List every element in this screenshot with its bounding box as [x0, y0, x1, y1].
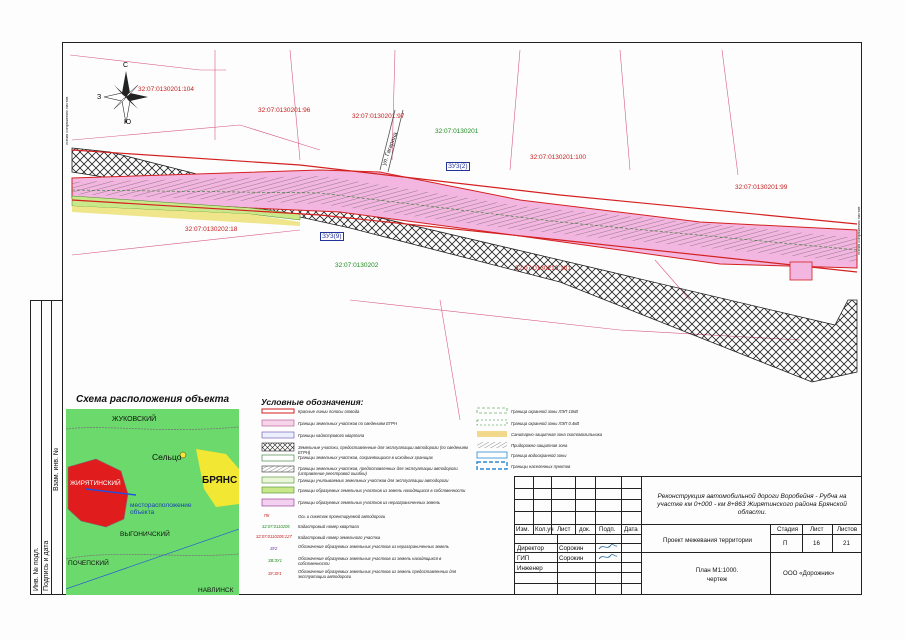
parcel-label: 32:07:0130210:101: [515, 265, 572, 272]
role-label: Директор: [517, 545, 544, 552]
sheets-value: 21: [843, 540, 850, 547]
role-label: Инженер: [517, 565, 543, 572]
quarter-label: 32:07:0130202: [335, 262, 379, 269]
location-inset: ЖУКОВСКИЙ Сельцо БРЯНС ЖИРЯТИНСКИЙ ВЫГОН…: [66, 409, 239, 595]
person-name: Сорокин: [559, 545, 584, 552]
district-label: ЖИРЯТИНСКИЙ: [70, 480, 121, 487]
district-label: НАВЛИНСК: [198, 587, 234, 594]
legend-code: ЗВ:ЗУ1: [268, 558, 282, 563]
plan-title: План М1:1000. чертеж: [695, 567, 739, 583]
legend-item: Обозначение образуемых земельных участко…: [298, 556, 442, 566]
parcel-label: 32:07:0130201:100: [530, 154, 587, 161]
legend-item: Границы земельных участков, сохраняющихс…: [298, 455, 433, 460]
drawing-frame: [62, 42, 862, 595]
red-line-south: [71, 199, 858, 273]
district-label: ЖУКОВСКИЙ: [112, 416, 157, 423]
legend-item: Граница водоохранной зоны: [511, 453, 567, 458]
sheets-header: Листов: [837, 526, 858, 533]
yellow-strip: [72, 206, 300, 226]
col-header: док.: [579, 526, 591, 533]
person-name: Сорокин: [559, 555, 584, 562]
legend-item: Границы образуемых земельных участков из…: [298, 500, 441, 505]
inset-map: [66, 409, 239, 595]
legend-item: Земельные участки, предоставленные для э…: [298, 445, 468, 455]
col-header: Кол.уч: [535, 526, 554, 533]
city-label: Сельцо: [152, 452, 182, 462]
legend-code: 32:07:0110205: [262, 524, 290, 529]
compass-north: С: [123, 62, 129, 69]
project-title: Реконструкция автомобильной дороги Вороб…: [657, 493, 847, 516]
city-label: БРЯНС: [202, 475, 238, 486]
role-label: ГИП: [517, 555, 530, 562]
legend-item: Придорожно-защитная зона: [511, 443, 568, 448]
parcel-label: 32:07:0130201:97: [352, 113, 405, 120]
compass-south: Ю: [124, 119, 132, 126]
col-header: Дата: [624, 526, 638, 533]
parcel-label: 32:07:0130201:96: [258, 107, 311, 114]
legend-item: Границы земельных участков, предоставлен…: [298, 466, 458, 476]
legend-item: Границы кадастрового квартала: [298, 433, 365, 438]
compass-rose: [103, 71, 148, 124]
legend-code: ЗУ2: [270, 546, 278, 551]
document-title: Проект межевания территории: [663, 537, 753, 544]
junction-parcel: [789, 261, 813, 281]
legend-code: 32:07:0110205:127: [256, 534, 292, 539]
parcel-label: 32:07:0130201:99: [735, 184, 788, 191]
legend-item: Граница охранной зоны ЛЭП 0.4кВ: [511, 421, 580, 426]
legend-item: Границы образуемых земельных участков из…: [298, 488, 466, 493]
legend-item: Границы населенных пунктов: [511, 464, 571, 469]
sheet-header: Лист: [810, 526, 824, 533]
plot-tag: ЗУ3(2): [446, 162, 470, 171]
side-road: [379, 109, 404, 173]
legend-item: Обозначение образуемых земельных участко…: [298, 569, 457, 579]
compass-west: З: [97, 94, 102, 101]
legend-item: Граница охранной зоны ЛЭП 10кВ: [511, 409, 578, 414]
quarter-label: 32:07:0130201: [435, 128, 479, 135]
red-line-north: [71, 149, 858, 225]
legend-item: Красные линии полосы отвода: [298, 409, 360, 414]
title-block: Реконструкция автомобильной дороги Вороб…: [514, 476, 862, 595]
side-stamp: Инв. № подл. Подпись и дата Взам. инв. №: [30, 300, 62, 595]
sheet-value: 16: [813, 540, 820, 547]
legend-item: Кадастровый номер земельного участка: [298, 535, 381, 540]
parcel-label: 32:07:0130202:18: [185, 226, 238, 233]
legend-item: Обозначение образуемых земельных участко…: [298, 544, 449, 549]
col-header: Изм.: [516, 526, 530, 533]
legend-item: Границы учитываемых земельных участков д…: [298, 478, 449, 483]
stage-value: П: [783, 540, 788, 547]
legend-code: ПК: [264, 513, 270, 518]
col-header: Лист: [557, 526, 571, 533]
location-caption: месторасположение объекта: [130, 502, 192, 516]
legend-item: Санитарно-защитная зона скотомогильника: [511, 432, 603, 437]
col-header: Подп.: [599, 526, 616, 533]
road-striped-strip: [72, 176, 857, 262]
inset-title: Схема расположения объекта: [76, 394, 230, 405]
legend-code: ЗУ:ЗУ1: [268, 571, 282, 576]
signature-icon: [598, 544, 618, 560]
legend-item: Границы земельных участков по сведениям …: [298, 421, 398, 426]
stage-header: Стадия: [777, 526, 799, 533]
company-name: ООО «Дорожник»: [783, 570, 835, 577]
district-label: ВЫГОНИЧСКИЙ: [120, 531, 170, 538]
parcel-label: 32:07:0130201:104: [138, 86, 195, 93]
legend-title: Условные обозначения:: [261, 397, 364, 407]
district-label: ПОЧЕПСКИЙ: [68, 560, 109, 567]
legend-item: Кадастровый номер квартала: [298, 524, 359, 529]
plot-tag: ЗУ3(9): [320, 232, 344, 241]
legend-item: Ось и пикетаж проектируемой автодороги: [298, 514, 386, 519]
